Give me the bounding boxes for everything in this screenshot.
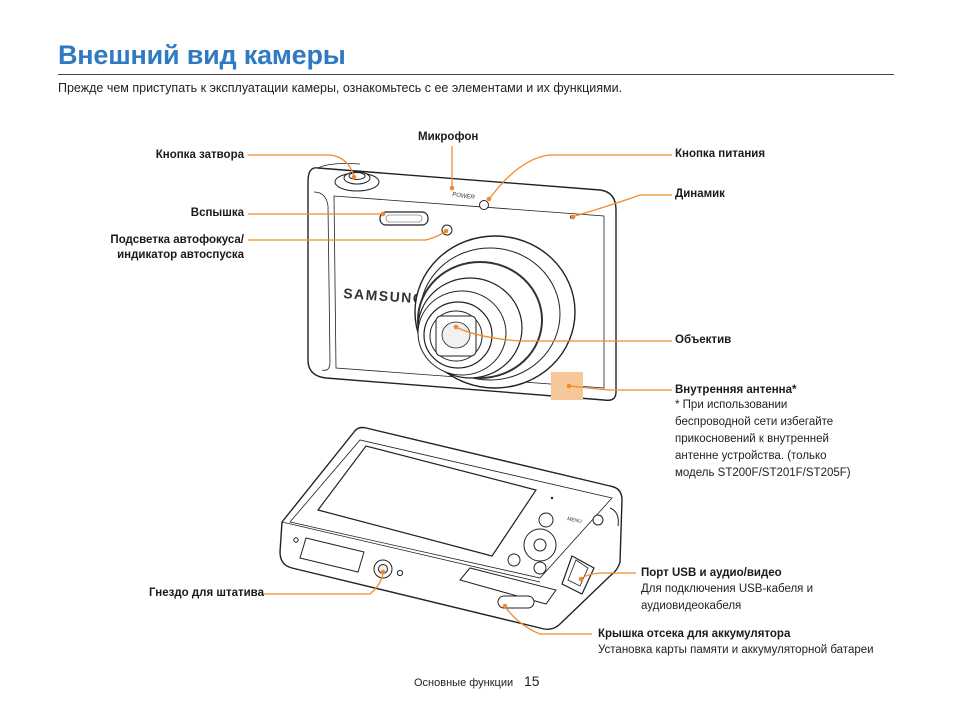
- label-speaker: Динамик: [675, 188, 725, 200]
- usb-port-cover-drawing: [561, 555, 595, 595]
- page-title: Внешний вид камеры: [58, 40, 346, 70]
- lcd-screen: [316, 445, 537, 557]
- lens-drawing: [414, 235, 576, 389]
- brand-logo: SAMSUNG: [343, 285, 426, 307]
- control-buttons: [507, 507, 619, 575]
- antenna-note: * При использовании беспроводной сети из…: [675, 399, 851, 479]
- usb-port-desc: Для подключения USB-кабеля и аудиовидеок…: [641, 583, 814, 612]
- power-button-drawing: [479, 200, 489, 210]
- title-rule: [58, 74, 894, 75]
- label-flash: Вспышка: [190, 207, 244, 219]
- label-battery-cover: Крышка отсека для аккумулятора: [598, 628, 791, 640]
- label-shutter-button: Кнопка затвора: [155, 149, 244, 161]
- leader-lines: [248, 146, 672, 635]
- shutter-button-drawing: [334, 171, 380, 192]
- battery-cover-desc: Установка карты памяти и аккумуляторной …: [598, 644, 874, 656]
- footer-section: Основные функции: [414, 677, 514, 689]
- label-tripod-socket: Гнездо для штатива: [149, 587, 264, 599]
- power-text: POWER: [452, 192, 476, 201]
- label-antenna: Внутренняя антенна*: [675, 384, 797, 396]
- flash-drawing: [379, 211, 429, 226]
- rear-dot: [550, 496, 554, 500]
- leader-ends: [351, 174, 584, 609]
- label-microphone: Микрофон: [418, 131, 479, 143]
- label-af-assist: Подсветка автофокуса/ индикатор автоспус…: [110, 234, 244, 261]
- footer-page-number: 15: [524, 673, 540, 689]
- label-lens: Объектив: [675, 334, 732, 346]
- label-usb-port: Порт USB и аудио/видео: [641, 567, 782, 579]
- label-power-button: Кнопка питания: [675, 148, 766, 160]
- menu-text: MENU: [567, 516, 583, 525]
- bottom-details: [293, 537, 557, 609]
- intro-text: Прежде чем приступать к эксплуатации кам…: [58, 81, 623, 95]
